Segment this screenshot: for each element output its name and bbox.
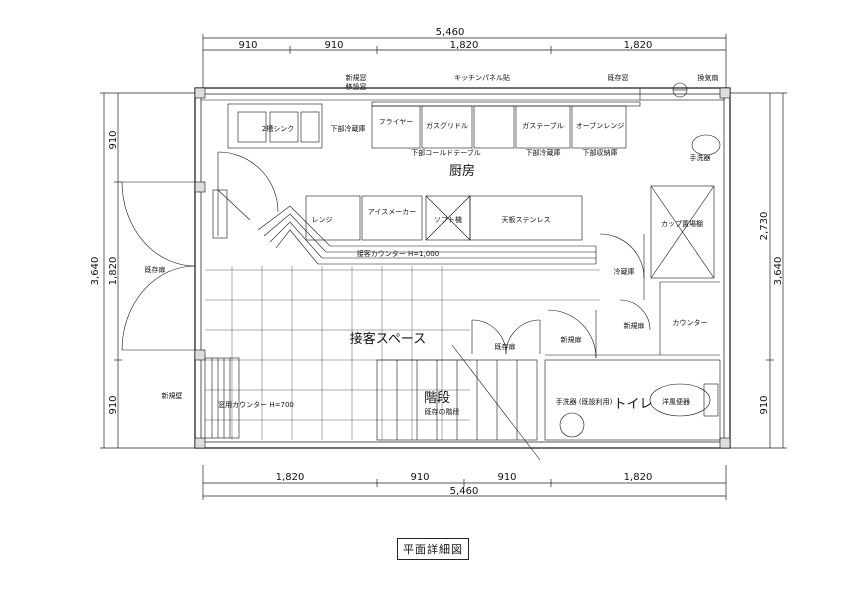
label-new-door-1: 新規扉 xyxy=(624,321,645,330)
label-window: 既存窓 xyxy=(608,73,629,82)
label-toilet-bowl: 洋風便器 xyxy=(662,397,690,406)
label-stainless-counter: 天板ステンレス xyxy=(502,215,551,224)
dim-bottom-seg-4: 1,820 xyxy=(624,472,653,483)
room-stairs: 階段 xyxy=(424,391,450,406)
label-dish: ソフト機 xyxy=(434,215,462,224)
label-seating-table: カウンター xyxy=(673,318,708,327)
label-range: レンジ xyxy=(312,216,333,224)
window-counter xyxy=(204,357,240,439)
dim-left-total: 3,640 xyxy=(90,257,101,286)
label-cold-table: ガステーブル xyxy=(522,121,564,130)
label-sink: 2槽シンク xyxy=(262,124,294,133)
label-under-sink-fridge: 下部冷蔵庫 xyxy=(331,124,366,133)
dim-top-seg-4: 1,820 xyxy=(624,40,653,51)
label-exhaust-fan: 換気扇 xyxy=(698,73,719,82)
toilet-room xyxy=(544,281,721,441)
service-counter xyxy=(257,205,597,265)
label-oven-range: オーブンレンジ xyxy=(576,121,625,130)
label-lower-cold-table: 下部コールドテーブル xyxy=(411,148,481,157)
label-hand-wash: 手洗器 xyxy=(690,153,711,162)
dim-bottom-seg-3: 910 xyxy=(497,472,516,483)
dim-left-inner: 1,820 xyxy=(108,257,119,286)
staircase xyxy=(376,344,541,461)
entrance-door xyxy=(121,181,196,351)
label-kitchen-panel: キッチンパネル貼 xyxy=(454,73,510,82)
room-kitchen: 厨房 xyxy=(449,163,475,179)
room-seating: 接客スペース xyxy=(350,331,426,347)
label-window-counter: 窓用カウンター H=700 xyxy=(218,400,294,409)
dim-top-seg-3: 1,820 xyxy=(450,40,479,51)
dim-right-seg-2: 910 xyxy=(759,395,770,414)
drawing-title: 平面詳細図 xyxy=(397,538,469,560)
dim-right-total: 3,640 xyxy=(773,257,784,286)
label-move-window: 移設窓 xyxy=(346,82,367,91)
dim-left-seg-1: 910 xyxy=(108,130,119,149)
dimension-lines xyxy=(100,34,787,500)
label-existing-door-2: 既存扉 xyxy=(495,342,516,351)
label-lower-fridge: 下部冷蔵庫 xyxy=(526,148,561,157)
kitchen-swing-door xyxy=(212,151,279,239)
dim-right-seg-1: 2,730 xyxy=(759,212,770,241)
label-stairs-note: 既存の階段 xyxy=(425,407,460,416)
dim-top-total: 5,460 xyxy=(436,27,465,38)
label-range-top: ガスグリドル xyxy=(426,121,468,130)
label-counter: 接客カウンター H=1,000 xyxy=(357,249,439,258)
label-ice-maker: アイスメーカー xyxy=(368,208,416,216)
label-lower-freezer: 下部収納庫 xyxy=(583,148,618,157)
label-toilet-handwash: 手洗器 (既設利用) xyxy=(556,397,613,406)
dim-bottom-total: 5,460 xyxy=(450,486,479,497)
label-fridge-small: 冷蔵庫 xyxy=(614,267,635,276)
floor-grid xyxy=(205,266,600,440)
room-toilet: トイレ xyxy=(613,397,652,412)
kitchen-equipment xyxy=(227,82,721,279)
label-new-wall: 新規壁 xyxy=(162,391,183,400)
dim-left-seg-2: 910 xyxy=(108,395,119,414)
dim-bottom-seg-2: 910 xyxy=(410,472,429,483)
dim-bottom-seg-1: 1,820 xyxy=(276,472,305,483)
label-fryer: フライヤー xyxy=(379,118,414,126)
interior-doors xyxy=(471,233,651,359)
label-existing-door: 既存扉 xyxy=(145,265,166,274)
dim-top-seg-2: 910 xyxy=(324,40,343,51)
label-cup-shelf: カップ置場棚 xyxy=(661,219,703,228)
dim-top-seg-1: 910 xyxy=(238,40,257,51)
label-new-window: 新規窓 xyxy=(346,73,367,82)
label-new-door-2: 新規扉 xyxy=(561,335,582,344)
